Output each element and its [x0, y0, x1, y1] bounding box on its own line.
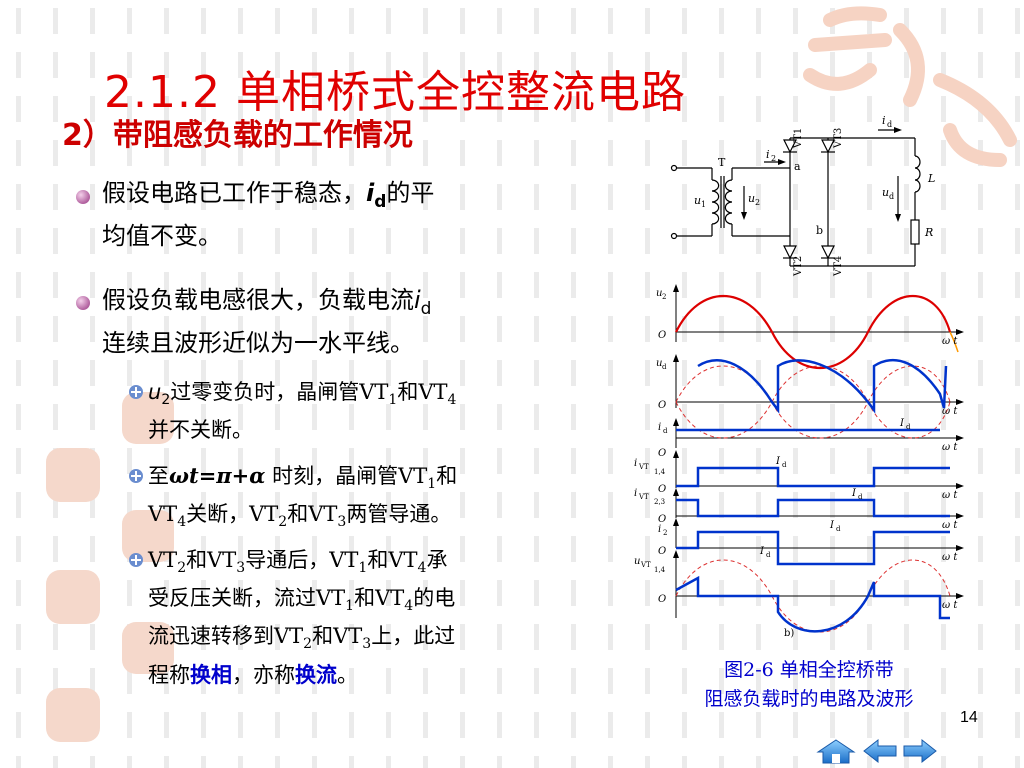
wave-ivt23: [676, 498, 950, 518]
svg-text:2: 2: [755, 198, 760, 207]
sub-bullet-icon-1: [129, 385, 143, 399]
figure-caption: 图2-6 单相全控桥带 阻感负载时的电路及波形: [704, 659, 914, 710]
svg-text:2,3: 2,3: [654, 498, 665, 506]
svg-text:i: i: [658, 524, 661, 535]
svg-text:d: d: [662, 363, 667, 371]
svg-text:d: d: [836, 525, 841, 533]
label-vt2: VT2: [793, 256, 804, 277]
svg-text:O: O: [658, 448, 666, 459]
svg-text:VT: VT: [640, 561, 651, 569]
label-vt1: VT1: [793, 128, 804, 149]
wave-ud: [697, 358, 948, 414]
svg-text:d: d: [766, 551, 771, 559]
svg-text:I: I: [899, 418, 905, 429]
svg-text:2: 2: [663, 529, 667, 537]
svg-text:d: d: [782, 461, 787, 469]
watermark-top-right: [803, 6, 1017, 167]
bullet-2: 假设负载电感很大，负载电流id 连续且波形近似为一水平线。: [102, 286, 432, 357]
svg-text:d: d: [663, 427, 668, 435]
svg-text:d: d: [906, 423, 911, 431]
svg-text:u: u: [634, 556, 640, 567]
svg-text:d: d: [858, 493, 863, 501]
svg-text:ω t: ω t: [942, 600, 958, 611]
label-vt4: VT4: [833, 256, 844, 277]
svg-text:u: u: [656, 358, 662, 369]
label-vt3: VT3: [833, 128, 844, 149]
svg-text:O: O: [658, 330, 666, 341]
wave-ivt14: [676, 466, 950, 488]
svg-text:i: i: [634, 458, 637, 469]
svg-text:ω t: ω t: [942, 490, 958, 501]
bullet-dot-1: [76, 190, 90, 204]
svg-text:VT: VT: [638, 463, 649, 471]
label-b: b: [816, 224, 823, 237]
label-u2: u: [748, 192, 755, 205]
label-id: i: [882, 114, 886, 127]
left-arrow-icon[interactable]: [862, 738, 898, 764]
wave-i2: [676, 530, 950, 566]
bullet-1: 假设电路已工作于稳态，id的平 均值不变。: [102, 179, 435, 250]
home-icon[interactable]: [816, 738, 856, 764]
sub-bullet-3: VT2和VT3导通后，VT1和VT4承 受反压关断，流过VT1和VT4的电 流迅…: [148, 548, 456, 687]
svg-text:d: d: [887, 120, 892, 129]
svg-text:VT: VT: [638, 493, 649, 501]
label-ud: u: [882, 186, 889, 199]
svg-text:O: O: [658, 484, 666, 495]
watermark-seals: [46, 392, 174, 742]
svg-text:I: I: [851, 488, 857, 499]
wave-u2: [675, 295, 952, 369]
svg-text:I: I: [829, 520, 835, 531]
svg-text:2: 2: [771, 154, 776, 163]
svg-text:i: i: [658, 422, 661, 433]
sub-bullet-2: 至ωt=π+α 时刻，晶闸管VT1和 VT4关断，VT2和VT3两管导通。: [148, 463, 458, 531]
svg-text:b): b): [784, 628, 794, 639]
label-L: L: [927, 172, 935, 185]
sub-bullet-1: u2过零变负时，晶闸管VT1和VT4 并不关断。: [148, 380, 457, 443]
page-number: 14: [960, 709, 978, 726]
sub-bullet-icon-3: [129, 553, 143, 567]
svg-text:I: I: [775, 456, 781, 467]
svg-text:i: i: [634, 488, 637, 499]
svg-text:2: 2: [662, 293, 666, 301]
svg-text:1,4: 1,4: [654, 566, 666, 574]
slide-subtitle: 2）带阻感负载的工作情况: [62, 118, 413, 153]
slide-title: 2.1.2 单相桥式全控整流电路: [104, 67, 686, 118]
svg-text:ω t: ω t: [942, 336, 958, 347]
svg-text:ω t: ω t: [942, 442, 958, 453]
svg-text:O: O: [658, 400, 666, 411]
circuit-diagram: T a b u 1 u 2 i 2 i d u d L R VT1 VT3 VT…: [670, 114, 935, 277]
svg-text:O: O: [658, 594, 666, 605]
svg-text:O: O: [658, 546, 666, 557]
label-u1: u: [694, 194, 701, 207]
label-R: R: [924, 226, 933, 239]
right-arrow-icon[interactable]: [902, 738, 938, 764]
svg-text:ω t: ω t: [942, 552, 958, 563]
label-T: T: [718, 156, 726, 169]
svg-text:u: u: [656, 288, 662, 299]
svg-text:ω t: ω t: [942, 520, 958, 531]
svg-text:I: I: [759, 546, 765, 557]
svg-text:O: O: [658, 514, 666, 525]
wave-uvt14: [675, 575, 950, 633]
label-a: a: [794, 160, 801, 173]
svg-text:1: 1: [701, 200, 706, 209]
label-i2: i: [766, 148, 770, 161]
svg-text:d: d: [889, 192, 894, 201]
svg-text:1,4: 1,4: [654, 468, 666, 476]
bullet-dot-2: [76, 296, 90, 310]
sub-bullet-icon-2: [129, 469, 143, 483]
svg-text:ω t: ω t: [942, 406, 958, 417]
